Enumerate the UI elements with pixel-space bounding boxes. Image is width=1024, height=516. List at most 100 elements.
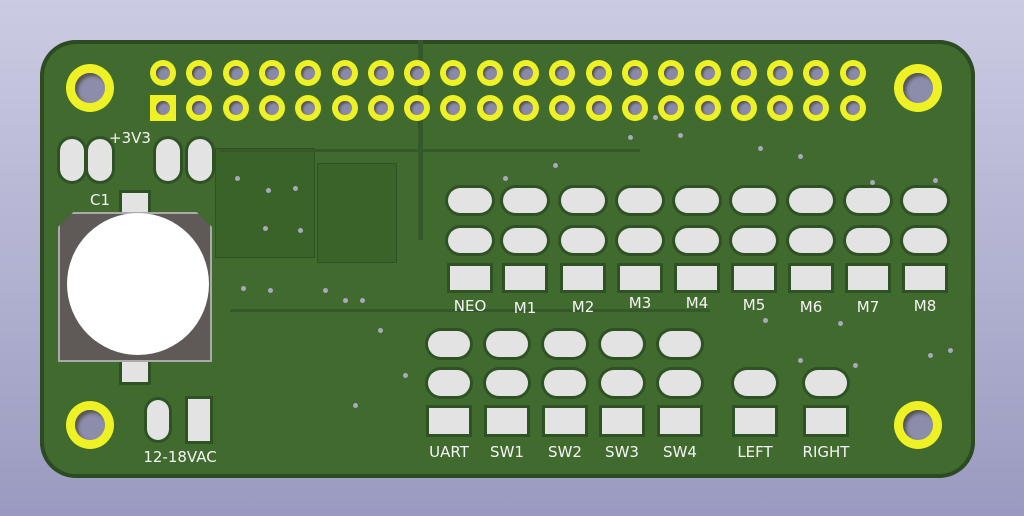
header-pin [803, 95, 830, 121]
connector-pad [903, 227, 947, 253]
header-pin [295, 95, 322, 121]
power-pad [147, 400, 169, 440]
connector-pad [618, 187, 662, 213]
header-pin [331, 95, 358, 121]
via [377, 327, 383, 333]
header-pin [404, 60, 431, 86]
connector-pad [429, 408, 469, 434]
via [869, 179, 875, 185]
label-m2: M2 [571, 298, 595, 316]
header-pin [150, 95, 176, 121]
label-sw2: SW2 [548, 443, 582, 461]
connector-pad [448, 187, 492, 213]
via [852, 362, 858, 368]
header-pin [767, 60, 794, 86]
label-m1: M1 [513, 299, 537, 317]
connector-pad [789, 227, 833, 253]
label-uart: UART [429, 443, 469, 461]
capacitor-pad [122, 362, 148, 382]
button-pad [735, 408, 775, 434]
label-3v3: +3V3 [109, 129, 151, 147]
header-pin [222, 95, 249, 121]
via [359, 297, 365, 303]
header-pin [513, 95, 539, 121]
connector-pad [602, 408, 642, 434]
via [757, 145, 763, 151]
via [837, 320, 843, 326]
via [762, 317, 768, 323]
header-pin [730, 95, 757, 121]
connector-pad [905, 266, 945, 290]
capacitor-top [67, 213, 209, 355]
header-pin [694, 95, 721, 121]
power-pad [188, 399, 210, 441]
connector-pad [503, 187, 547, 213]
connector-pad [486, 331, 528, 357]
regulator-pad [60, 139, 84, 181]
connector-pad [789, 187, 833, 213]
connector-pad [561, 227, 605, 253]
label-left: LEFT [737, 443, 773, 461]
label-sw4: SW4 [663, 443, 697, 461]
via [797, 153, 803, 159]
header-pin [513, 60, 539, 86]
connector-pad [601, 331, 643, 357]
connector-pad [487, 408, 527, 434]
connector-pad [660, 408, 700, 434]
header-pin [295, 60, 322, 86]
via [927, 352, 933, 358]
label-m7: M7 [856, 298, 880, 316]
regulator-pad [88, 139, 112, 181]
header-pin [839, 60, 866, 86]
button-pad [806, 408, 846, 434]
via [932, 177, 938, 183]
mounting-hole [894, 64, 942, 112]
header-pin [621, 60, 648, 86]
header-pin [549, 60, 576, 86]
connector-pad [732, 227, 776, 253]
connector-pad [677, 266, 717, 290]
via [292, 185, 298, 191]
header-pin [404, 95, 431, 121]
via [402, 372, 408, 378]
label-m3: M3 [628, 294, 652, 312]
header-pin [258, 95, 285, 121]
connector-pad [503, 227, 547, 253]
header-pin [440, 60, 467, 86]
header-pin [585, 95, 612, 121]
label-m5: M5 [742, 296, 766, 314]
via [240, 285, 246, 291]
label-sw3: SW3 [605, 443, 639, 461]
via [322, 287, 328, 293]
header-pin [730, 60, 757, 86]
connector-pad [732, 187, 776, 213]
connector-pad [903, 187, 947, 213]
button-pad [734, 370, 776, 396]
label-sw1: SW1 [490, 443, 524, 461]
via [627, 134, 633, 140]
mounting-hole [894, 401, 942, 449]
connector-pad [486, 370, 528, 396]
regulator-pad [188, 139, 212, 181]
connector-pad [620, 266, 660, 290]
via [797, 357, 803, 363]
via [352, 402, 358, 408]
header-pin [621, 95, 648, 121]
via [262, 225, 268, 231]
via [652, 114, 658, 120]
copper-zone [215, 148, 315, 258]
via [297, 227, 303, 233]
connector-pad [848, 266, 888, 290]
header-pin [803, 60, 830, 86]
header-pin [549, 95, 576, 121]
connector-pad [734, 266, 774, 290]
header-pin [186, 95, 213, 121]
connector-pad [448, 227, 492, 253]
header-pin [476, 95, 503, 121]
header-pin [367, 60, 394, 86]
connector-pad [544, 370, 586, 396]
via [947, 347, 953, 353]
connector-pad [675, 227, 719, 253]
via [234, 175, 240, 181]
via [552, 162, 558, 168]
